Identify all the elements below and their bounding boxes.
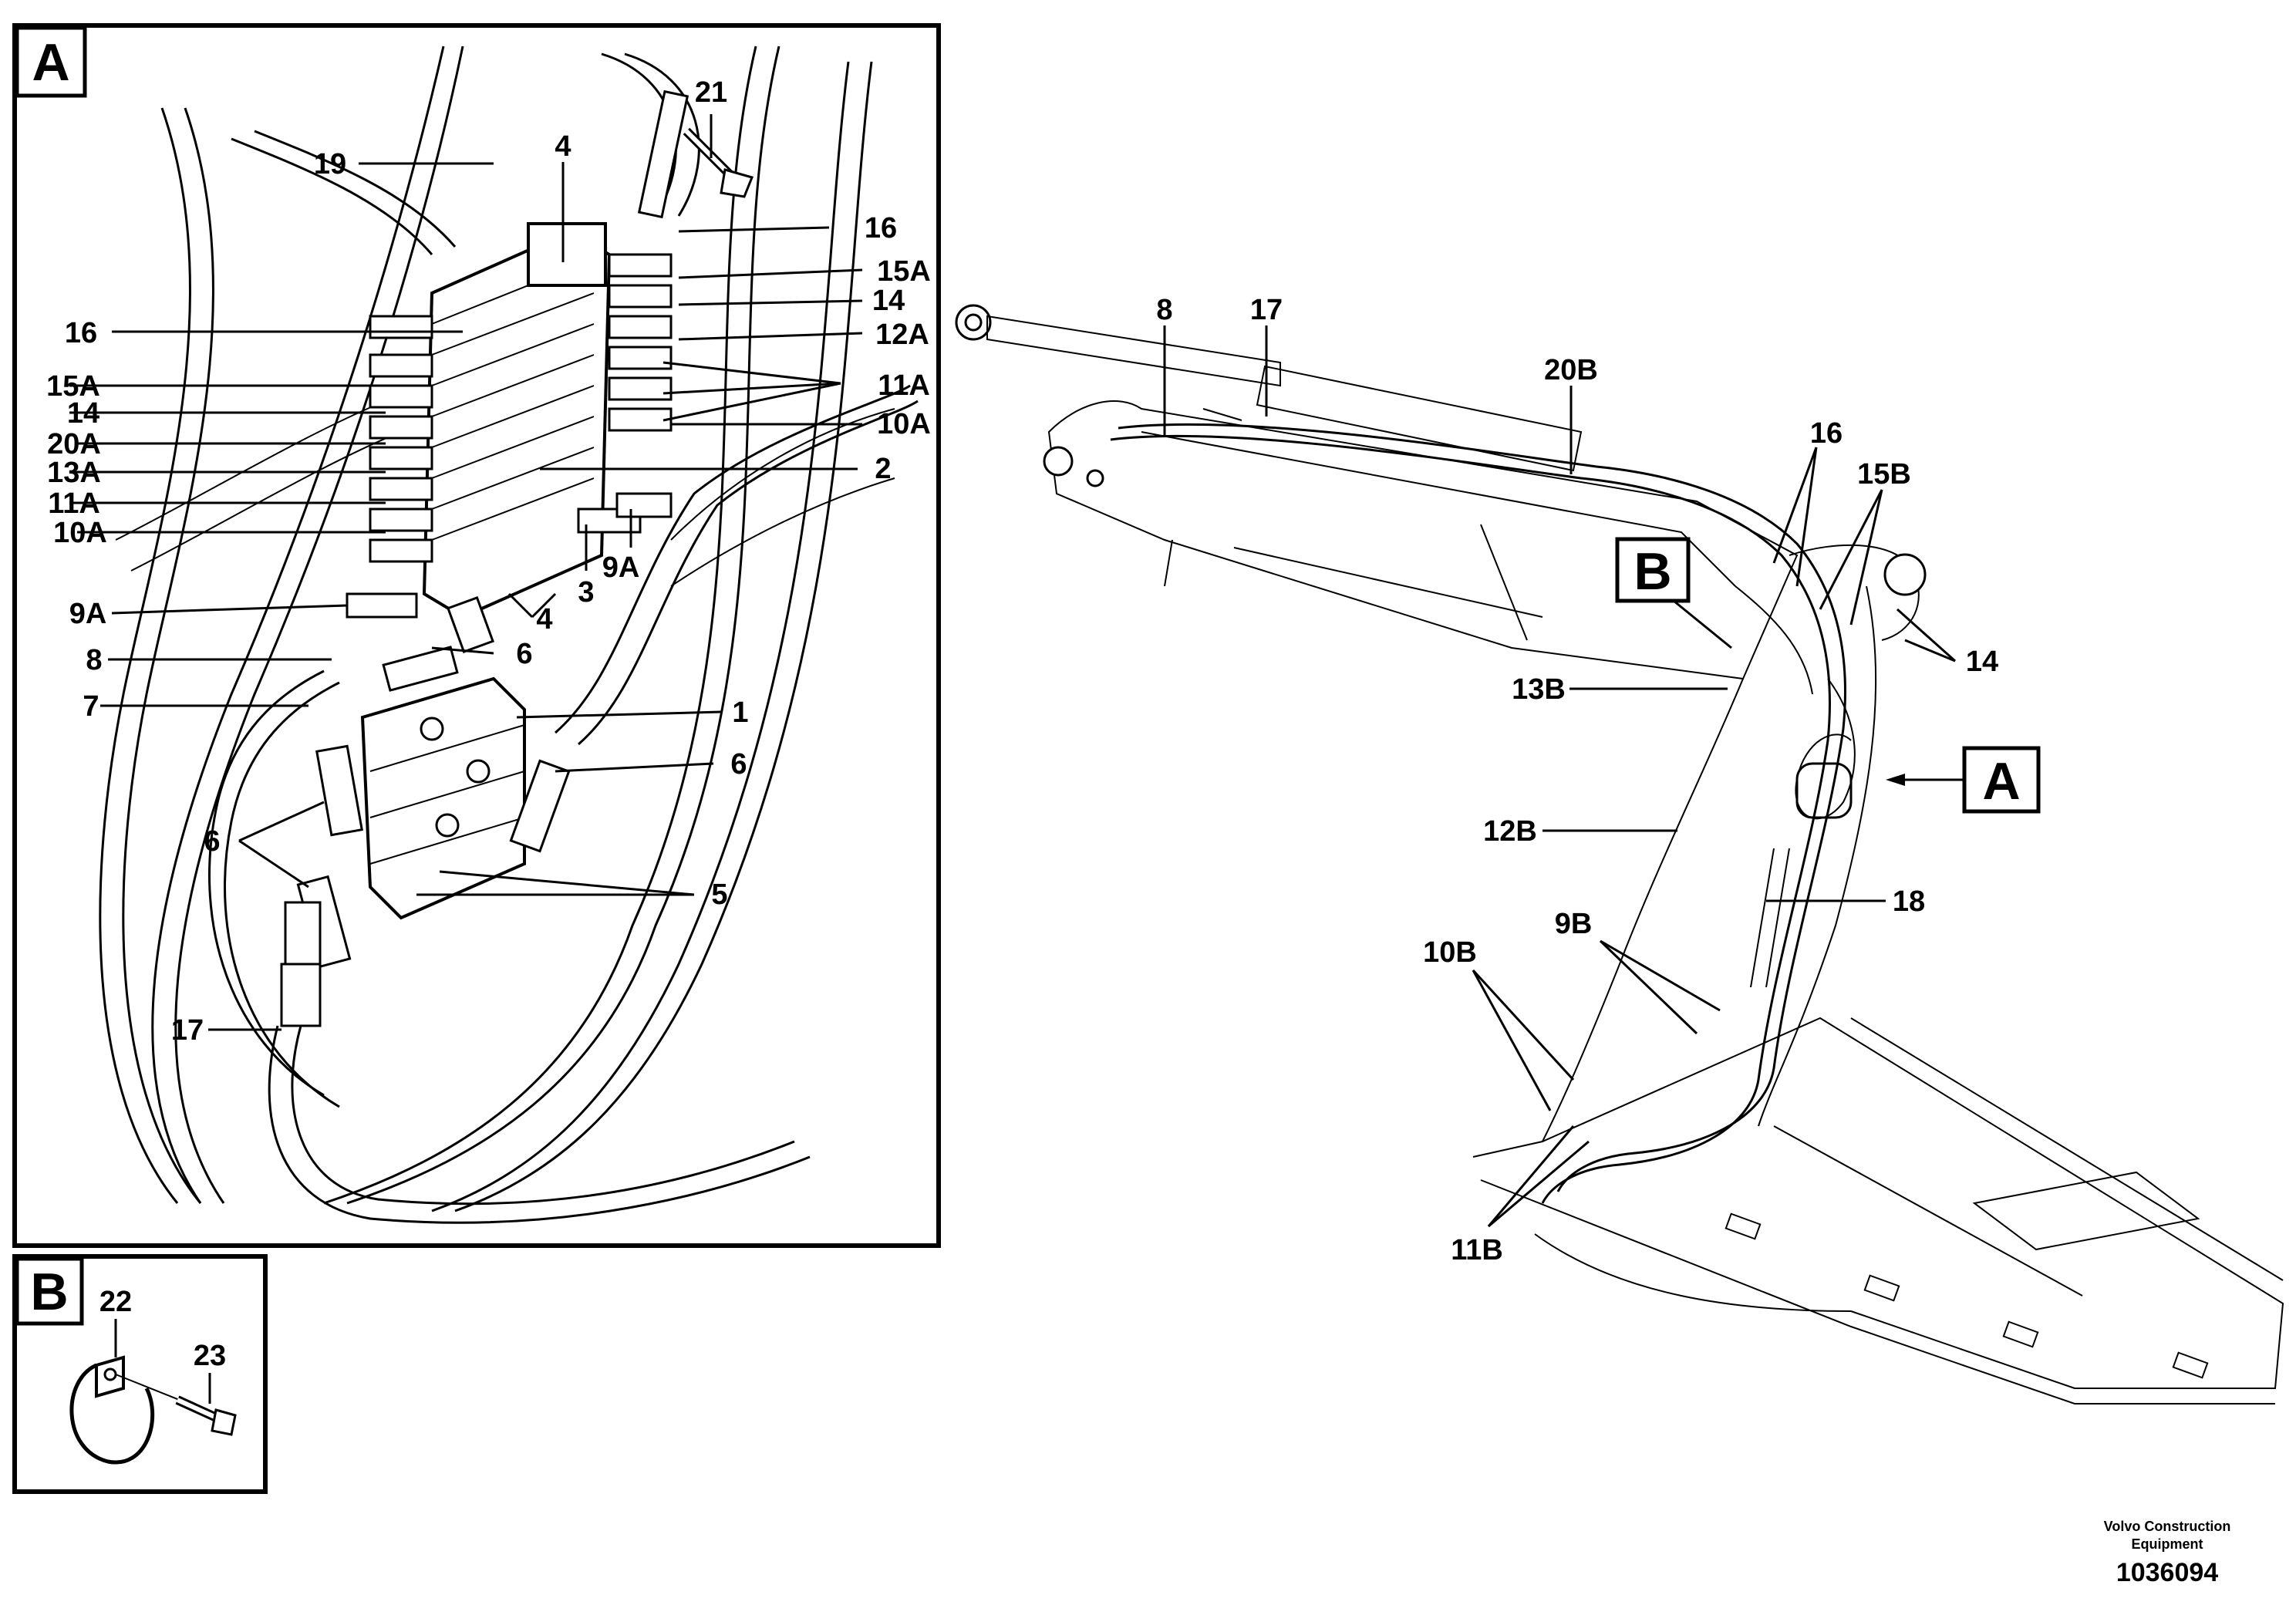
- callout: 16: [65, 317, 97, 349]
- callout: 14: [1966, 646, 1998, 678]
- callout: 11A: [878, 369, 930, 402]
- elbow-fittings-6: [296, 596, 571, 969]
- callout: 8: [1156, 294, 1172, 326]
- marker-b: B: [1615, 537, 1732, 649]
- callout: 23: [194, 1340, 226, 1372]
- callout: 10A: [877, 408, 931, 440]
- control-valve-block: [422, 222, 612, 619]
- boom-hose-route: [1110, 408, 1856, 1204]
- callout: 4: [555, 130, 571, 163]
- marker-b-label: B: [1633, 542, 1671, 601]
- bolt-21: [683, 127, 754, 198]
- boom-upper-section: [1043, 400, 1799, 680]
- callout: 4: [536, 603, 552, 636]
- callout: 20A: [47, 428, 101, 460]
- callout: 17: [171, 1014, 204, 1047]
- callout: 7: [83, 690, 99, 723]
- callout: 17: [1250, 294, 1283, 326]
- brand-line-2: Equipment: [2132, 1536, 2203, 1552]
- detail-a-tag-box: [15, 25, 87, 98]
- detail-b-tag-box: [15, 1256, 84, 1326]
- detail-a-frame: [12, 23, 941, 1248]
- callout: 9B: [1555, 908, 1593, 940]
- marker-a-label: A: [1982, 752, 2020, 811]
- manifold-block-1: [360, 676, 526, 920]
- detail-b-frame: [12, 1254, 268, 1494]
- marker-a: A: [1886, 746, 2041, 814]
- valve-block-hoses: [99, 46, 919, 1224]
- callout: 22: [99, 1286, 132, 1318]
- main-view-callouts: 8 17 20B 16 15B 14 13B 12B 18 9B 10B 11B: [1156, 294, 1998, 1266]
- callout: 21: [695, 76, 727, 109]
- callout: 8: [86, 644, 102, 676]
- callout: 5: [711, 878, 727, 911]
- boom-lower-section: [1542, 544, 1927, 1142]
- clamp-22: [69, 1355, 155, 1465]
- detail-b-panel: B 22 23: [12, 1254, 268, 1494]
- callout: 19: [314, 148, 346, 180]
- detail-a-tag: A: [32, 33, 69, 92]
- main-view-leaders: [1163, 325, 1956, 1228]
- callout: 6: [730, 748, 747, 781]
- callout: 13B: [1512, 673, 1566, 706]
- detail-a-leaders: [69, 114, 863, 1031]
- brand-line-1: Volvo Construction: [2104, 1519, 2231, 1534]
- callout: 10B: [1423, 936, 1477, 969]
- callout: 14: [872, 285, 905, 317]
- callout: 11B: [1451, 1234, 1503, 1266]
- callout: 15B: [1857, 458, 1911, 491]
- detail-b-tag: B: [30, 1263, 68, 1321]
- chassis-frame: [1472, 1017, 2284, 1404]
- callout: 12B: [1483, 815, 1537, 848]
- callout: 13A: [47, 457, 101, 489]
- callout: 14: [67, 397, 99, 430]
- callout: 6: [204, 825, 220, 858]
- callout: 10A: [53, 517, 107, 549]
- callout: 9A: [69, 598, 107, 630]
- callout: 12A: [875, 319, 929, 351]
- callout: 1: [732, 696, 748, 729]
- callout: 3: [578, 576, 594, 609]
- callout: 2: [875, 453, 891, 485]
- boom-assembly-view: B A: [955, 294, 2284, 1404]
- bolt-23: [115, 1374, 237, 1436]
- callout: 16: [1810, 417, 1843, 450]
- drawing-number: 1036094: [2116, 1558, 2218, 1587]
- callout: 18: [1893, 885, 1925, 918]
- detail-a-callouts: 21 19 4 16 15A 14 12A 11A 10A 2 16 15A 1…: [46, 76, 931, 1047]
- callout: 16: [865, 212, 897, 244]
- callout: 9A: [602, 551, 640, 584]
- hose-fittings-left: [346, 315, 433, 619]
- callout: 11A: [48, 487, 100, 520]
- callout: 20B: [1544, 354, 1598, 386]
- callout: 6: [516, 638, 532, 670]
- callout: 15A: [46, 370, 100, 403]
- detail-a-panel: A: [12, 23, 941, 1248]
- footer-credit: Volvo Construction Equipment 1036094: [2104, 1519, 2231, 1587]
- callout: 15A: [877, 255, 931, 288]
- hose-17-fittings: [280, 901, 322, 1027]
- boom-cylinder: [955, 304, 1583, 472]
